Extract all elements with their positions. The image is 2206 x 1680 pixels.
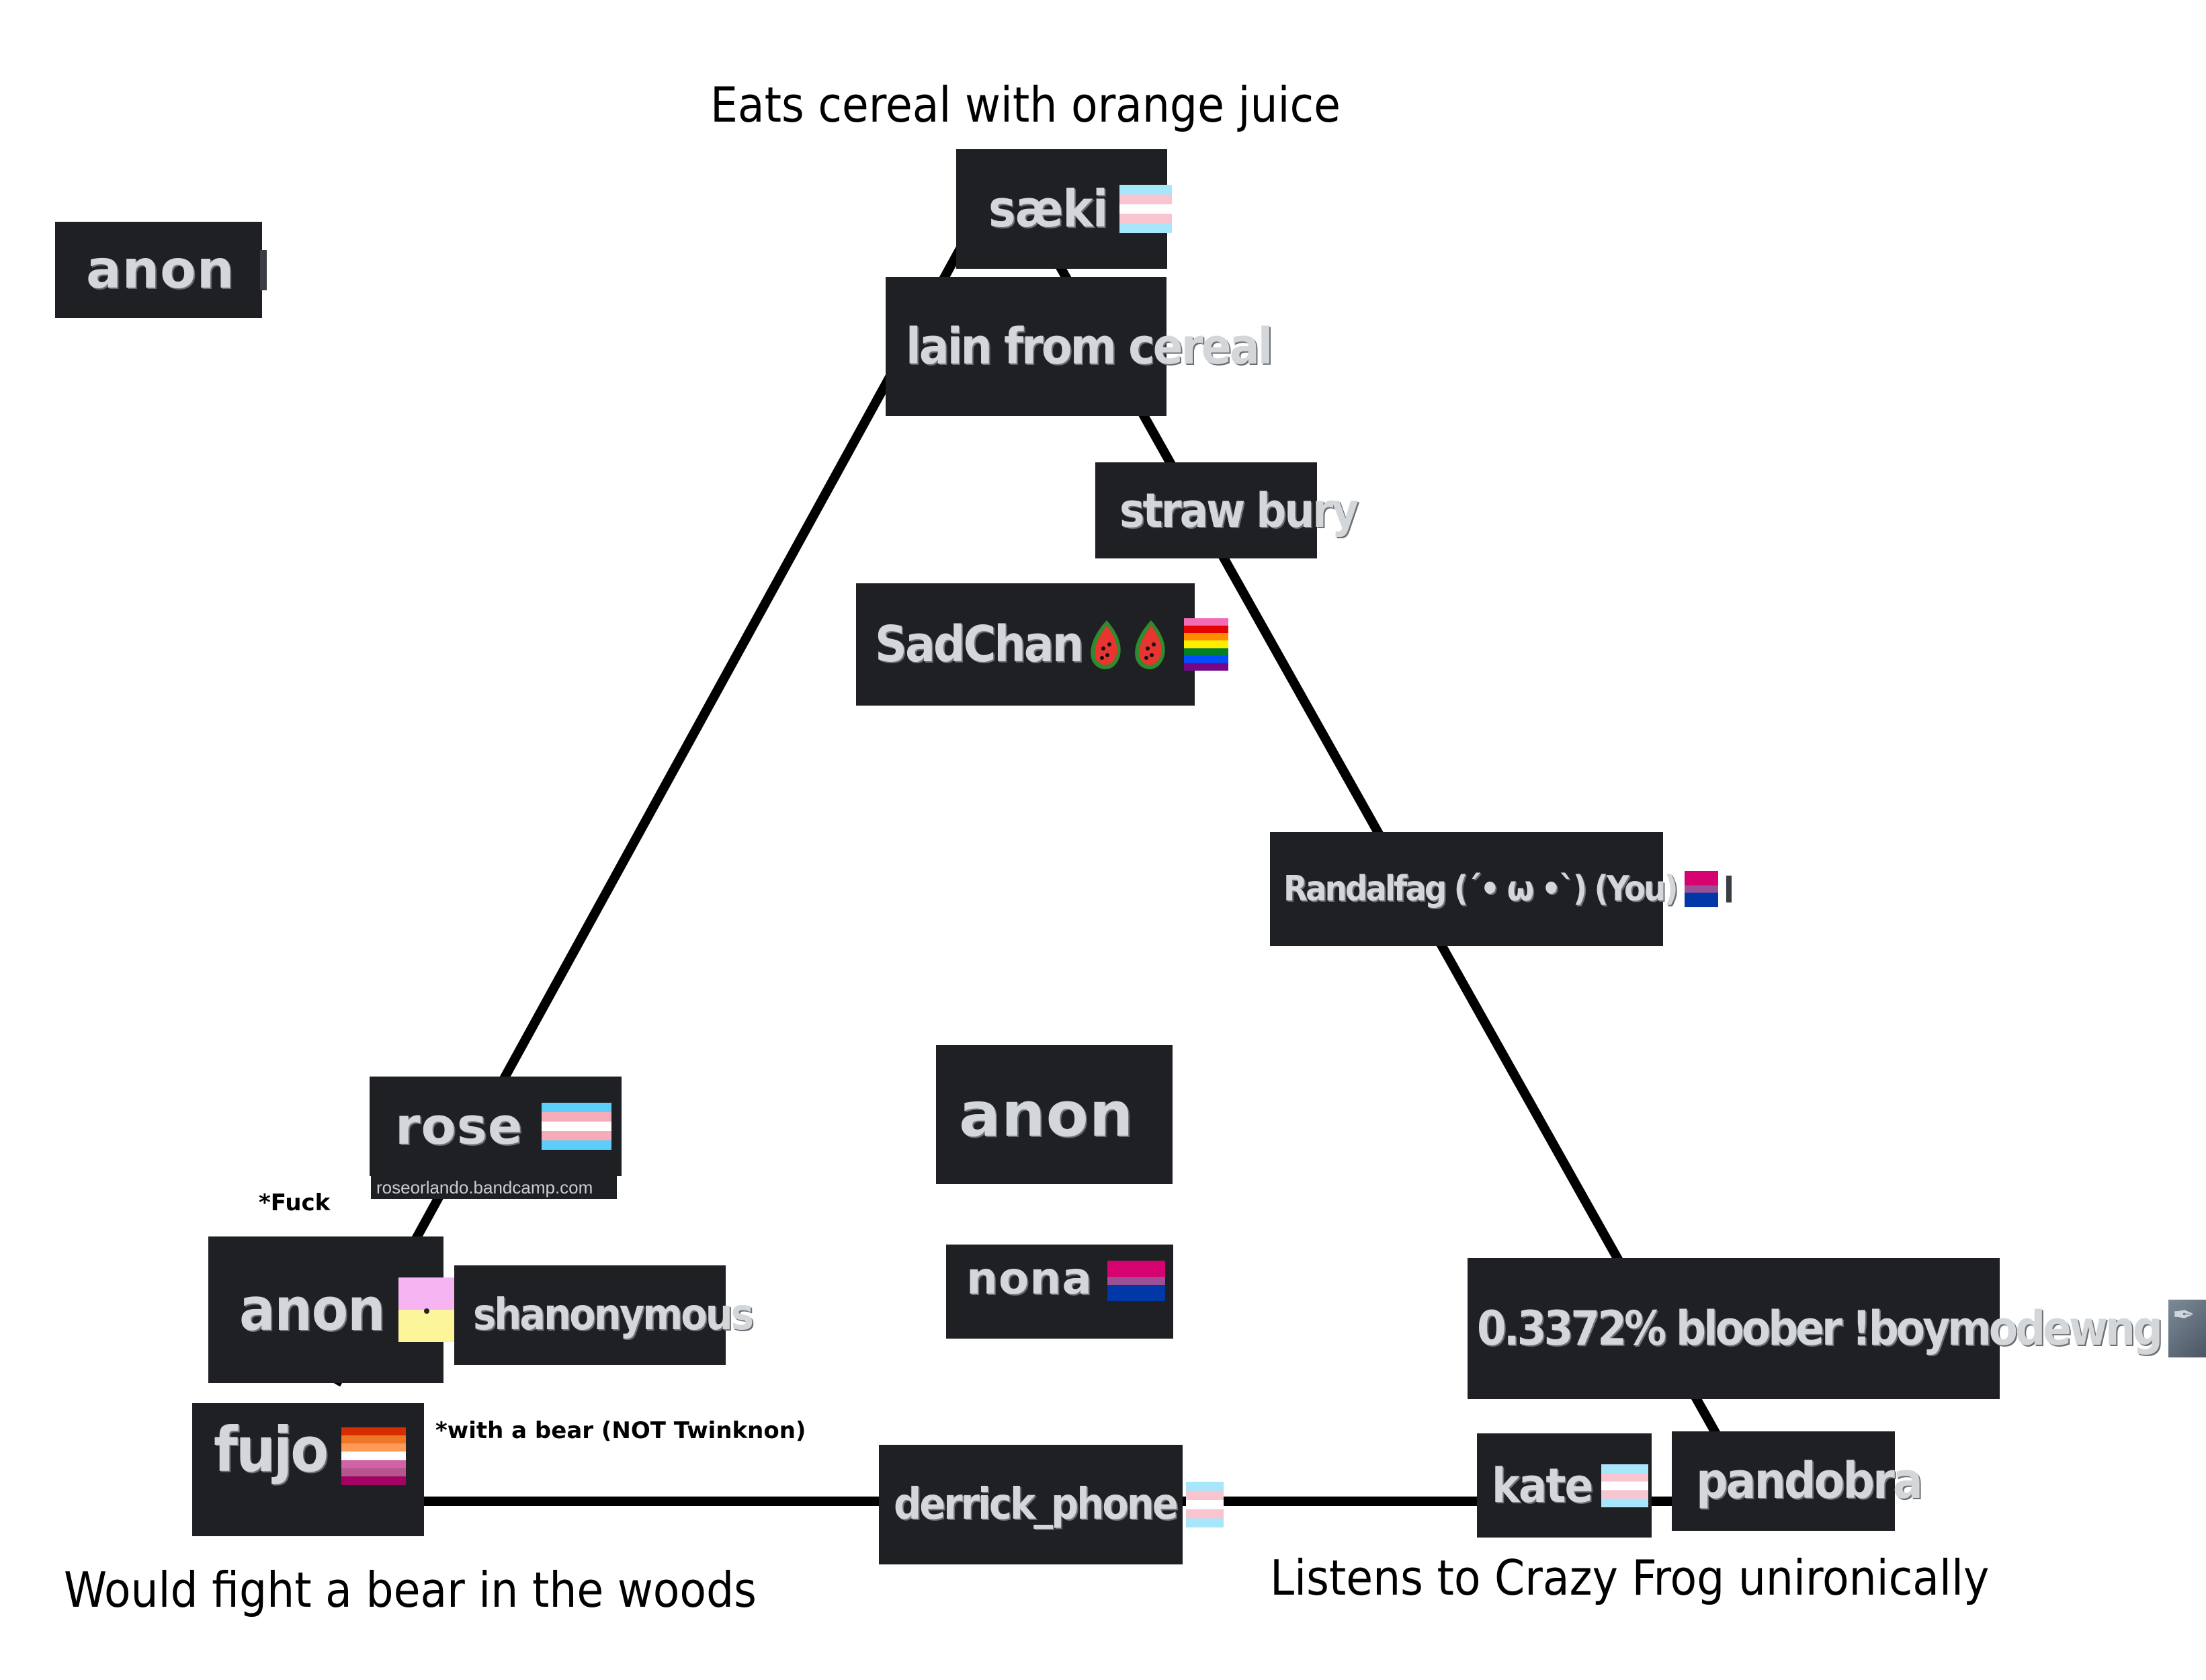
cut-off-icon	[1726, 876, 1732, 902]
tag-name: nona	[966, 1253, 1093, 1304]
tag-straw-bury: straw bury	[1095, 462, 1359, 558]
tag-rose-link: roseorlando.bandcamp.com	[371, 1176, 617, 1199]
transgender-flag-icon	[1185, 1482, 1224, 1527]
line-left-side	[331, 233, 972, 1387]
bisexual-flag-icon	[1107, 1261, 1165, 1301]
tag-name: straw bury	[1119, 482, 1359, 538]
watermelon-icon	[1135, 620, 1165, 669]
note-fuck: *Fuck	[259, 1189, 331, 1216]
tag-fujo: fujo	[192, 1403, 424, 1536]
bisexual-flag-icon	[1684, 871, 1718, 907]
tag-name: Randalfag (´• ω •`) (You)	[1283, 869, 1679, 909]
tag-name: pandobra	[1696, 1452, 1923, 1510]
tag-name: anon	[86, 239, 235, 300]
tag-name: shanonymous	[473, 1290, 754, 1340]
tag-name: anon	[959, 1078, 1134, 1150]
corner-label-bottom-left: Would fight a bear in the woods	[64, 1562, 757, 1618]
transgender-flag-icon	[542, 1103, 612, 1150]
tag-randalfag: Randalfag (´• ω •`) (You)	[1270, 832, 1732, 946]
pride-flag-icon	[398, 1277, 455, 1342]
tag-anon-center: anon	[936, 1045, 1173, 1184]
tag-name: kate	[1492, 1458, 1593, 1513]
transgender-flag-icon	[1119, 185, 1173, 233]
tag-nona: nona	[946, 1245, 1173, 1339]
tag-pandobra: pandobra	[1672, 1431, 1923, 1531]
watermelon-icon	[1091, 620, 1121, 669]
tag-name: derrick_phone	[894, 1480, 1179, 1529]
tag-anon-top-left: anon	[55, 222, 267, 318]
tag-name: 0.3372% bloober !boymodewng	[1477, 1301, 2163, 1356]
tag-anon-bottom-left: anon	[208, 1236, 455, 1383]
tag-name: fujo	[214, 1414, 329, 1486]
tag-bloober: 0.3372% bloober !boymodewng	[1468, 1258, 2206, 1399]
tag-name: lain from cereal	[906, 317, 1273, 376]
note-with-bear: *with a bear (NOT Twinknon)	[435, 1417, 806, 1444]
tag-derrick-phone: derrick_phone	[879, 1445, 1224, 1564]
cut-off-flag-icon	[260, 249, 267, 290]
transgender-flag-icon	[1601, 1464, 1649, 1507]
corner-label-bottom-right: Listens to Crazy Frog unironically	[1270, 1550, 1990, 1606]
corner-label-top: Eats cereal with orange juice	[710, 77, 1341, 133]
rainbow-flag-icon	[1184, 618, 1229, 671]
tag-shanonymous: shanonymous	[454, 1265, 754, 1365]
lesbian-flag-icon	[341, 1427, 407, 1485]
tag-sadchan: SadChan	[856, 583, 1229, 706]
tag-lain: lain from cereal	[886, 277, 1273, 416]
pen-badge-icon	[2168, 1300, 2206, 1357]
tag-name: rose	[395, 1096, 523, 1156]
tag-kate: kate	[1477, 1433, 1652, 1538]
tag-saeki: sæki	[956, 149, 1173, 269]
tag-rose: rose	[370, 1077, 622, 1176]
tag-name: SadChan	[875, 616, 1084, 673]
tag-name: anon	[239, 1275, 386, 1344]
tag-name: sæki	[988, 179, 1108, 239]
